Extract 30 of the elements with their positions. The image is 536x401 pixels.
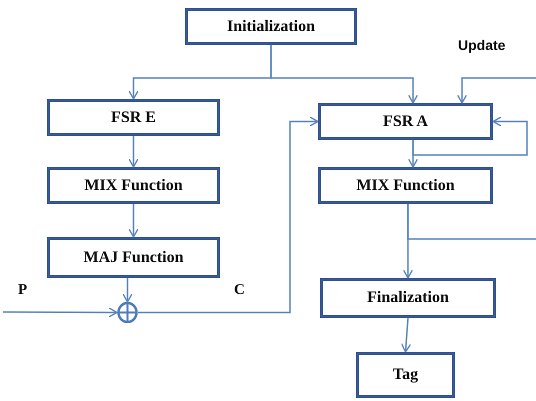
arrow [456,77,536,104]
box-label: Initialization [226,18,315,36]
box-label: FSR E [111,108,156,126]
box-label: Finalization [367,289,449,307]
arrow [128,204,139,238]
process-box [47,237,220,278]
process-box [356,352,455,398]
box-label: FSR A [383,112,428,130]
process-box [185,8,357,45]
box-label: MIX Function [356,176,455,194]
arrow [122,278,133,303]
box-label: Tag [392,366,418,384]
process-box [320,278,496,318]
box-label: MIX Function [84,176,183,194]
connector-line [407,204,536,240]
arrow [412,116,528,156]
arrow [128,136,139,168]
process-box [47,99,220,136]
arrow [270,45,418,104]
arrow [138,116,319,314]
edge-label: P [18,282,28,299]
process-box [318,103,493,140]
arrow [400,318,412,353]
arrow [3,307,118,318]
edge-label: Update [458,37,506,53]
process-box [47,167,220,204]
edge-label: C [234,282,245,299]
box-label: MAJ Function [84,248,184,266]
xor-symbol [117,302,138,323]
process-box [318,167,493,204]
